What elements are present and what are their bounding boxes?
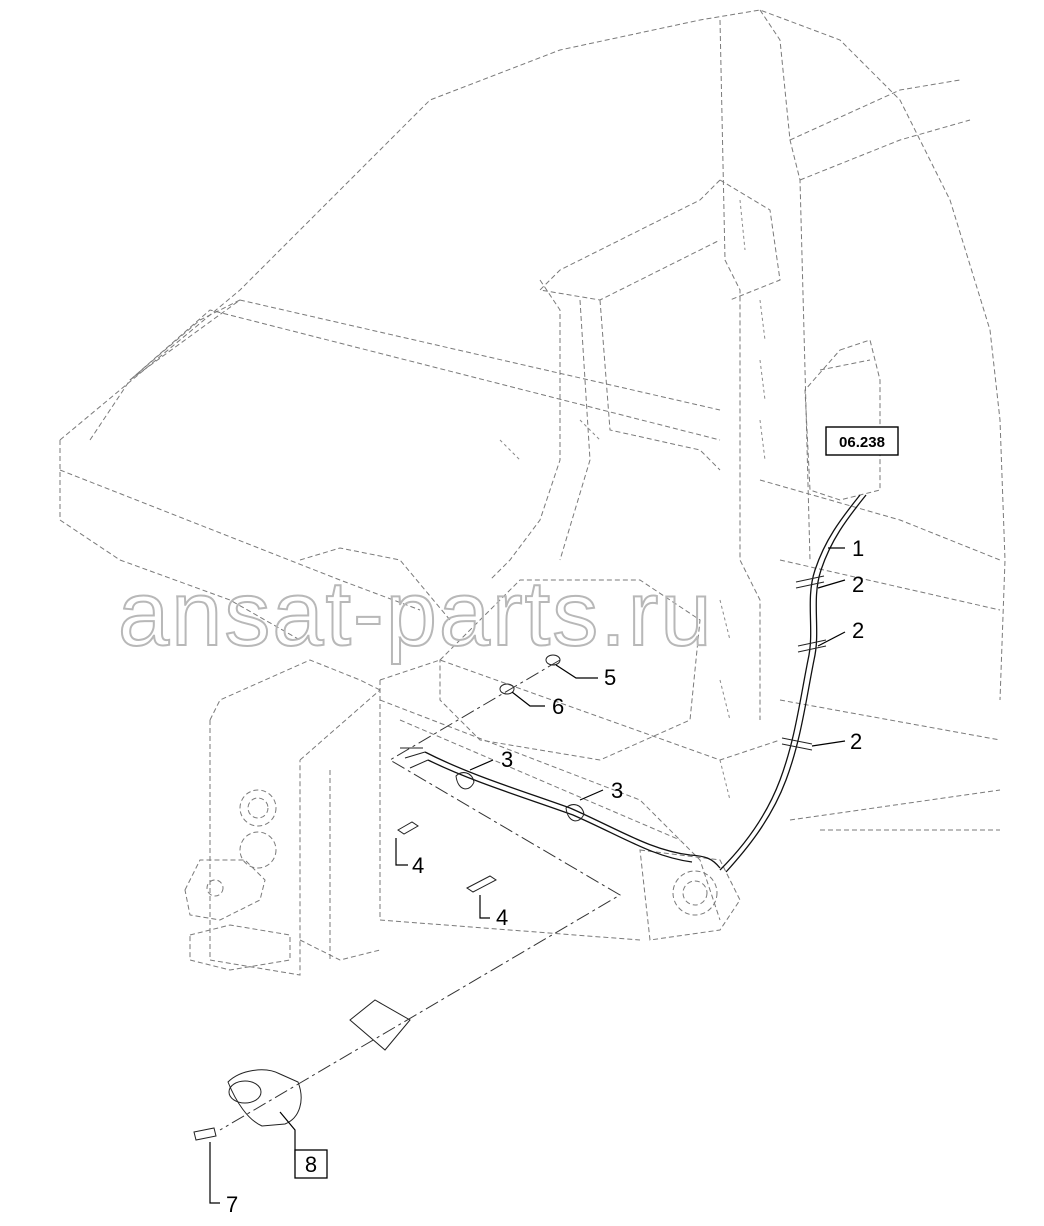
- small-parts: [193, 654, 561, 1141]
- reference-box[interactable]: 06.238: [825, 426, 899, 456]
- callout-8[interactable]: 8: [305, 1152, 317, 1177]
- callout-2b[interactable]: 2: [852, 618, 864, 643]
- callout-8-box: [294, 1149, 328, 1179]
- callout-7[interactable]: 7: [226, 1192, 238, 1217]
- callout-3a[interactable]: 3: [501, 747, 513, 772]
- tie-4b: [466, 875, 497, 893]
- callout-2a[interactable]: 2: [852, 572, 864, 597]
- callouts: 1 2 2 2 3 3 4 4 5 6 7 8: [226, 536, 864, 1217]
- callout-leaders: [209, 547, 846, 1204]
- callout-5[interactable]: 5: [604, 665, 616, 690]
- callout-4a[interactable]: 4: [412, 853, 424, 878]
- washer-6: [499, 683, 515, 695]
- callout-2c[interactable]: 2: [850, 729, 862, 754]
- cable-harness: [400, 494, 867, 873]
- callout-3b[interactable]: 3: [611, 778, 623, 803]
- tie-4a: [397, 821, 419, 835]
- callout-1[interactable]: 1: [852, 536, 864, 561]
- callout-6[interactable]: 6: [552, 694, 564, 719]
- bolt-7: [193, 1127, 217, 1141]
- assembly-centerline: [219, 659, 621, 1131]
- reference-box-label: 06.238: [839, 434, 885, 451]
- callout-4b[interactable]: 4: [496, 905, 508, 930]
- mounting-plate: [349, 999, 411, 1051]
- frame-outline: [59, 9, 1006, 976]
- socket-8: [227, 1069, 302, 1127]
- watermark-text: ansat-parts.ru: [118, 563, 714, 665]
